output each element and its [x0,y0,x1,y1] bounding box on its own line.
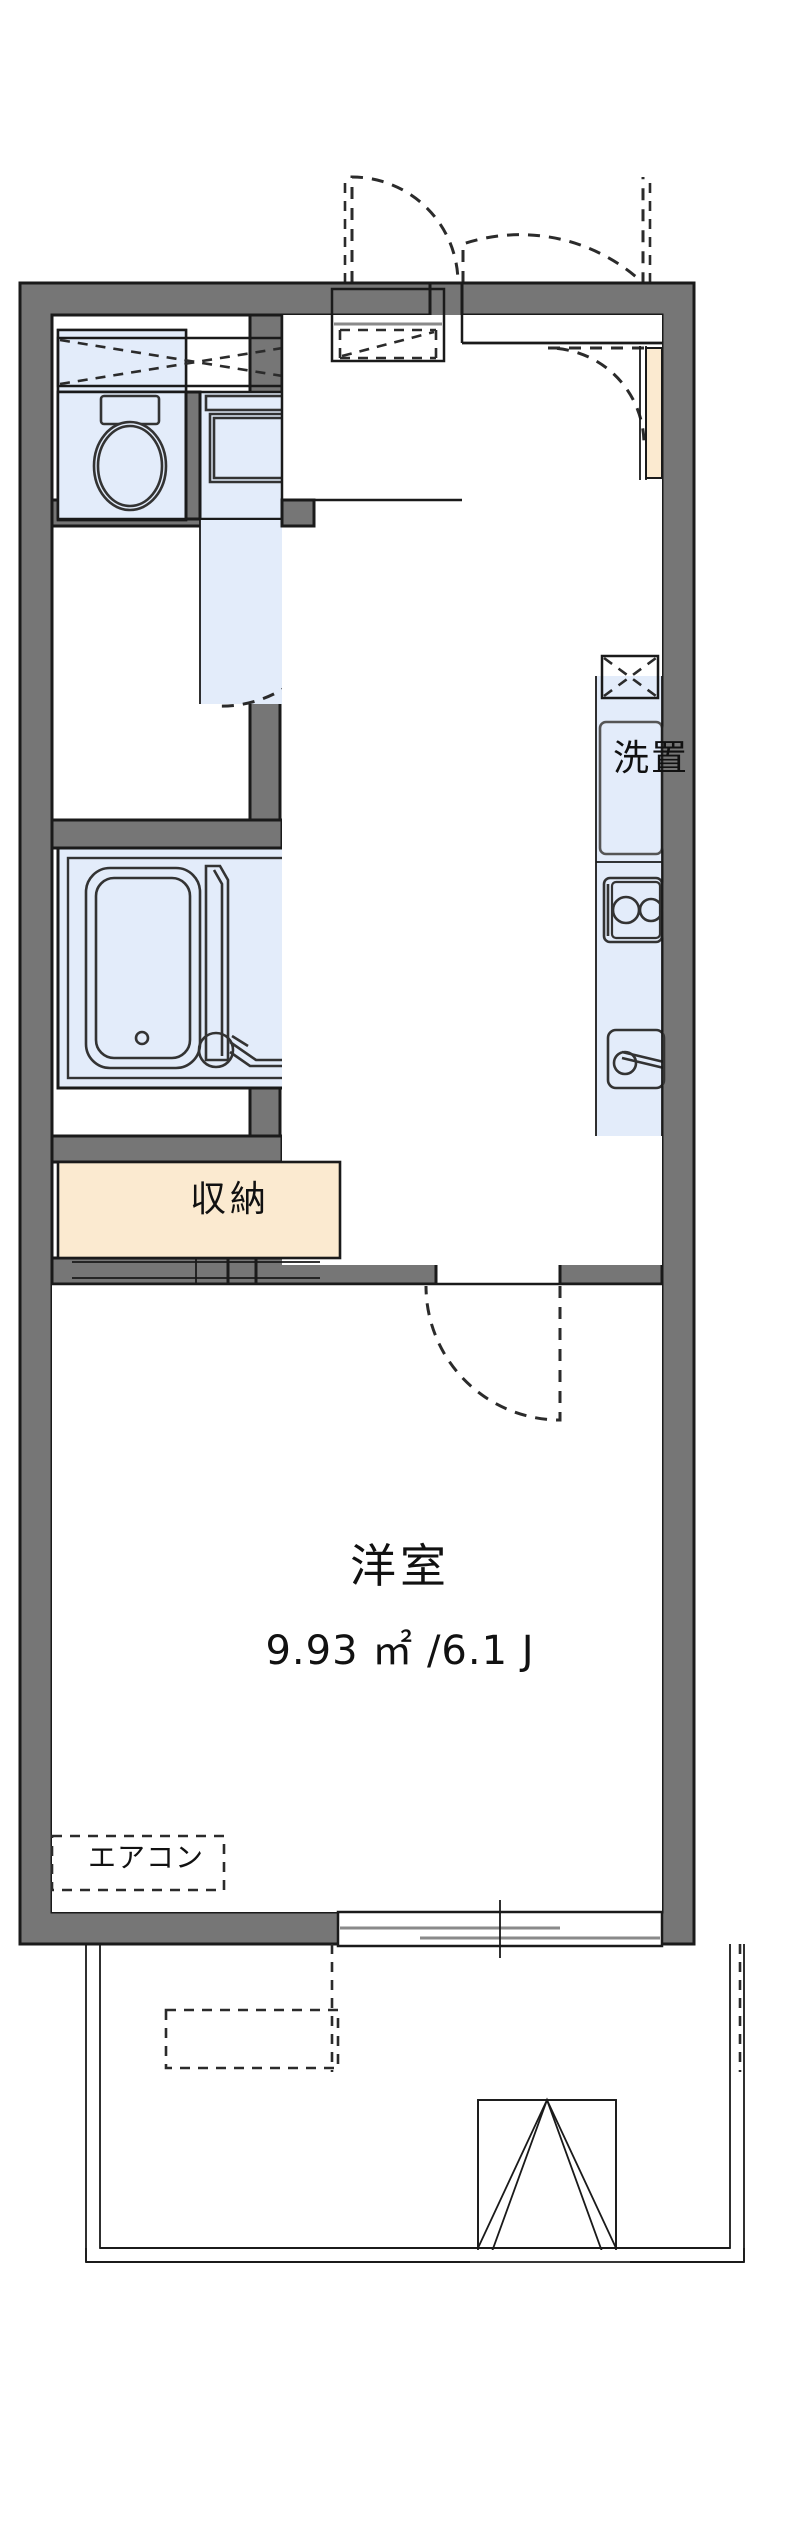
hall-partition [280,498,316,528]
entry-inner-door-swing [547,346,646,445]
entry-zone [547,346,663,480]
washer-space-label: 洗置 [612,738,689,779]
closet-label: 収納 [189,1179,270,1220]
kitchen-sink [606,1028,666,1090]
exterior-door-swings [343,175,652,287]
main-room-area-label: 9.93 ㎡ /6.1 J [265,1628,535,1674]
closet [56,1160,342,1284]
balcony-rail-panel [477,2097,617,2249]
main-room [50,1282,662,1912]
aircon-label: エアコン [87,1841,204,1874]
balcony [85,1944,745,2291]
main-room-label: 洋室 [350,1539,450,1593]
entry-threshold-box [330,287,446,363]
overhead-cabinet [600,654,660,700]
aircon-box [50,1834,226,1892]
balcony-ac-unit-box [164,2008,340,2070]
main-room-door-swing [424,1285,562,1422]
stove-two-burner [602,876,664,944]
balcony-panel-fix [85,2247,745,2296]
shoe-cabinet-beige [645,347,663,479]
balcony-sliding-window [336,1900,664,1958]
kitchen-column [595,654,666,1136]
toilet-fixture [92,394,168,512]
